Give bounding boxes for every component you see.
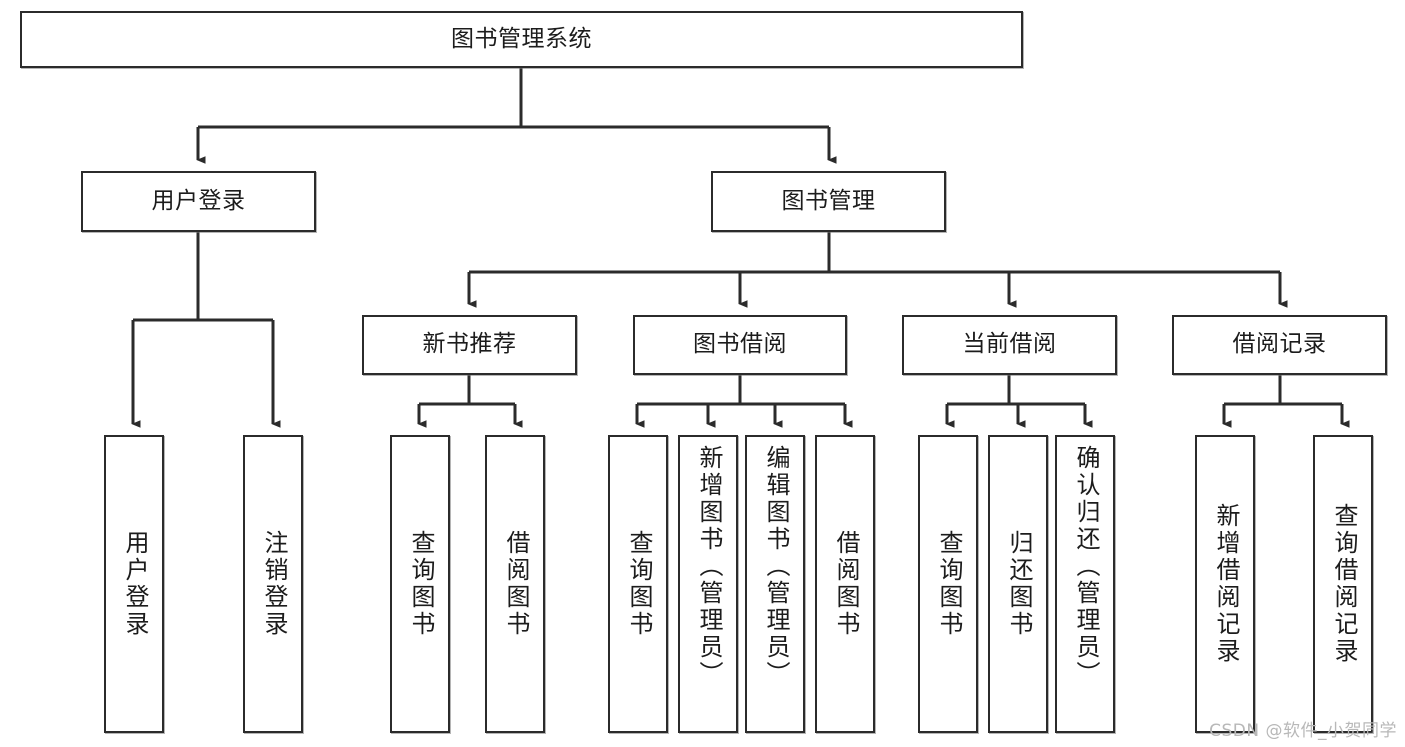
node-leaf-add-book-admin[interactable]: 新增图书（管理员） bbox=[678, 435, 738, 733]
node-leaf-borrow-book-label: 借阅图书 bbox=[831, 530, 860, 638]
node-leaf-borrow-book[interactable]: 借阅图书 bbox=[815, 435, 875, 733]
node-borrow-record[interactable]: 借阅记录 bbox=[1172, 315, 1387, 375]
node-new-book-recommend[interactable]: 新书推荐 bbox=[362, 315, 577, 375]
node-leaf-logout-label: 注销登录 bbox=[259, 530, 288, 638]
node-leaf-query-borrow-record[interactable]: 查询借阅记录 bbox=[1313, 435, 1373, 733]
node-user-login-label: 用户登录 bbox=[151, 187, 246, 214]
node-new-book-recommend-label: 新书推荐 bbox=[422, 331, 517, 358]
node-root-label: 图书管理系统 bbox=[451, 25, 592, 52]
node-leaf-return-book-label: 归还图书 bbox=[1004, 530, 1033, 638]
node-borrow-record-label: 借阅记录 bbox=[1232, 331, 1327, 358]
node-current-borrow[interactable]: 当前借阅 bbox=[902, 315, 1117, 375]
node-leaf-user-login-label: 用户登录 bbox=[120, 530, 149, 638]
node-leaf-logout[interactable]: 注销登录 bbox=[243, 435, 303, 733]
node-book-manage-label: 图书管理 bbox=[781, 187, 876, 214]
node-leaf-edit-book-admin-label: 编辑图书（管理员） bbox=[761, 445, 790, 688]
node-root[interactable]: 图书管理系统 bbox=[20, 11, 1023, 68]
node-user-login[interactable]: 用户登录 bbox=[81, 171, 316, 232]
node-leaf-user-login[interactable]: 用户登录 bbox=[104, 435, 164, 733]
node-leaf-query-borrow-record-label: 查询借阅记录 bbox=[1329, 503, 1358, 665]
node-leaf-borrow-book-rec-label: 借阅图书 bbox=[501, 530, 530, 638]
node-leaf-add-book-admin-label: 新增图书（管理员） bbox=[694, 445, 723, 688]
node-leaf-query-book-current[interactable]: 查询图书 bbox=[918, 435, 978, 733]
node-leaf-add-borrow-record[interactable]: 新增借阅记录 bbox=[1195, 435, 1255, 733]
node-leaf-query-book-borrow[interactable]: 查询图书 bbox=[608, 435, 668, 733]
node-leaf-edit-book-admin[interactable]: 编辑图书（管理员） bbox=[745, 435, 805, 733]
node-leaf-query-book-rec-label: 查询图书 bbox=[406, 530, 435, 638]
node-book-borrow[interactable]: 图书借阅 bbox=[633, 315, 847, 375]
node-leaf-confirm-return-admin-label: 确认归还（管理员） bbox=[1071, 445, 1100, 688]
node-leaf-query-book-rec[interactable]: 查询图书 bbox=[390, 435, 450, 733]
node-leaf-query-book-current-label: 查询图书 bbox=[934, 530, 963, 638]
node-leaf-add-borrow-record-label: 新增借阅记录 bbox=[1211, 503, 1240, 665]
node-current-borrow-label: 当前借阅 bbox=[962, 331, 1057, 358]
node-book-manage[interactable]: 图书管理 bbox=[711, 171, 946, 232]
node-leaf-confirm-return-admin[interactable]: 确认归还（管理员） bbox=[1055, 435, 1115, 733]
node-leaf-return-book[interactable]: 归还图书 bbox=[988, 435, 1048, 733]
node-leaf-borrow-book-rec[interactable]: 借阅图书 bbox=[485, 435, 545, 733]
node-book-borrow-label: 图书借阅 bbox=[693, 331, 787, 358]
watermark: CSDN @软件_小贺同学 bbox=[1209, 721, 1397, 741]
node-leaf-query-book-borrow-label: 查询图书 bbox=[624, 530, 653, 638]
